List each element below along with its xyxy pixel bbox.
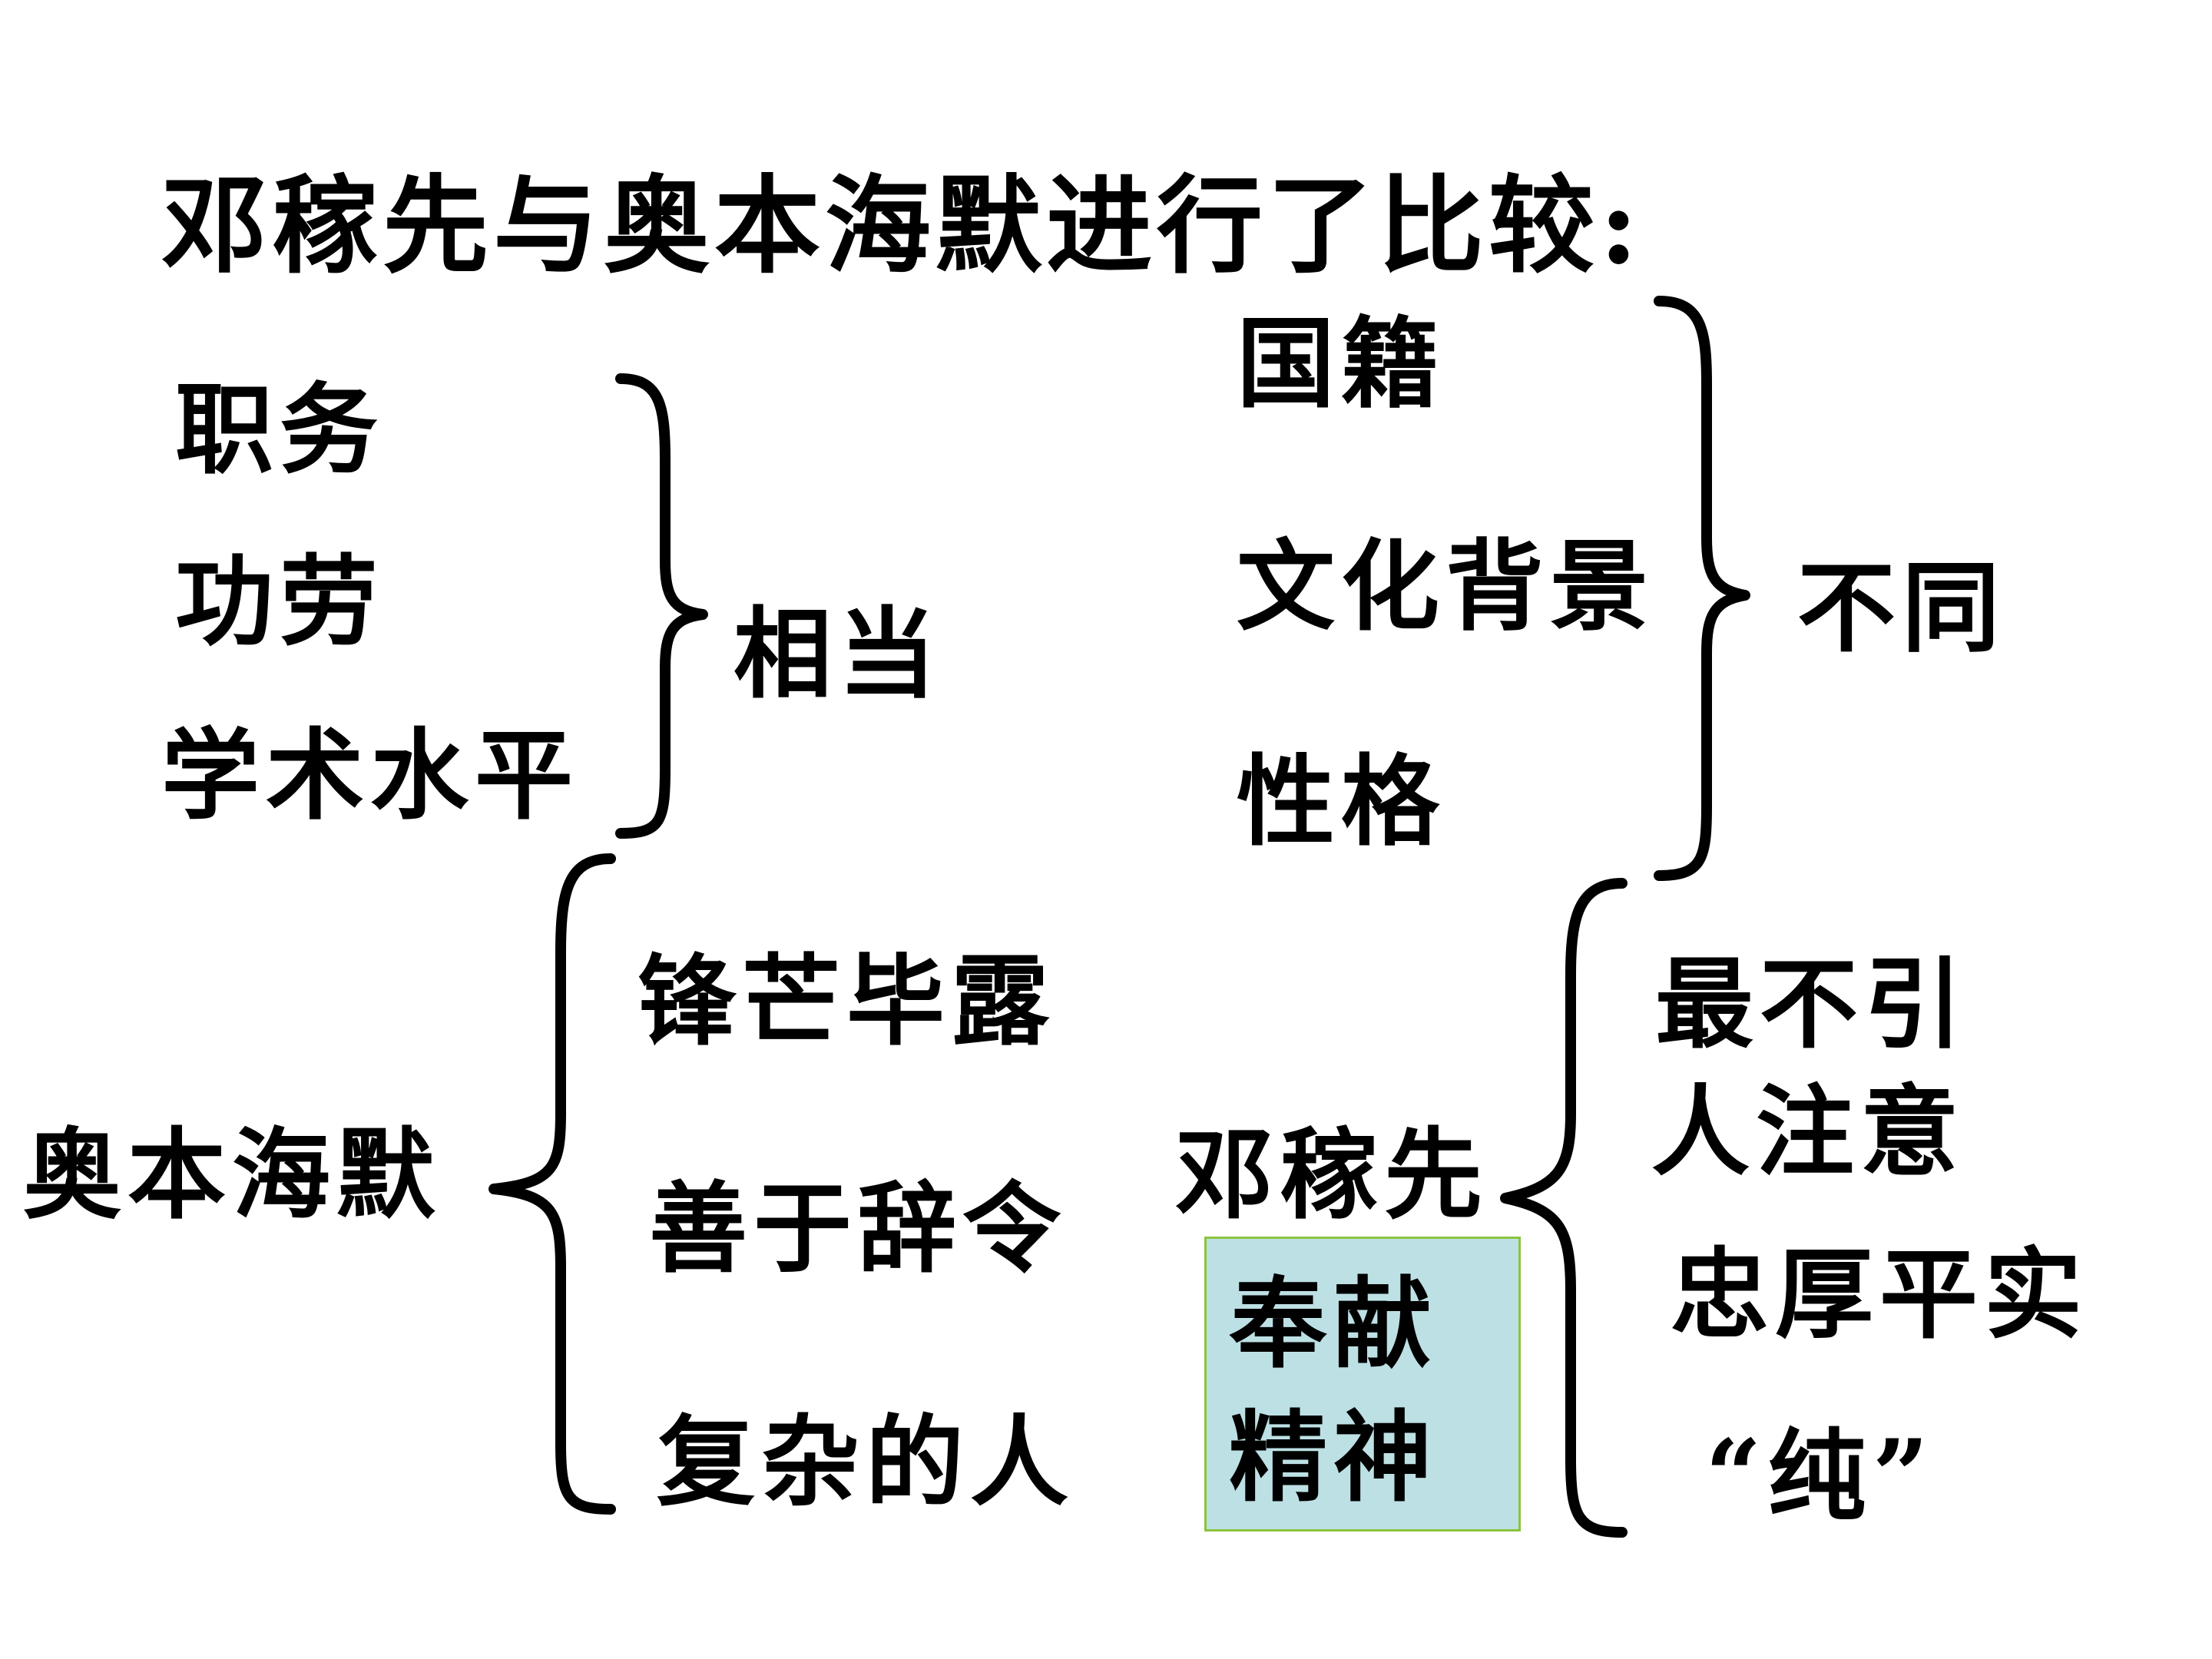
similar-result-label: 相当 (733, 597, 943, 712)
different-result-label: 不同 (1797, 551, 2007, 666)
deng-name: 邓稼先 (1175, 1118, 1489, 1233)
oppenheimer-trait-complex: 复杂的人 (657, 1405, 1075, 1520)
similar-right-brace (615, 373, 708, 839)
oppenheimer-trait-eloquent: 善于辞令 (649, 1171, 1068, 1286)
deng-highlight-line2: 精神 (1229, 1400, 1439, 1515)
different-item-cultural-background: 文化背景 (1237, 529, 1655, 644)
similar-item-academic-level: 学术水平 (161, 718, 580, 833)
different-item-nationality: 国籍 (1237, 306, 1446, 422)
dedication-highlight-box (1204, 1237, 1521, 1532)
deng-trait-honest: 忠厚平实 (1671, 1237, 2089, 1353)
page-title: 邓稼先与奥本海默进行了比较: (161, 163, 1643, 288)
oppenheimer-name: 奥本海默 (23, 1118, 442, 1233)
deng-trait-unnoticed-line1: 最不引 (1655, 947, 1969, 1062)
oppenheimer-left-brace (488, 853, 616, 1515)
deng-trait-unnoticed-line2: 人注意 (1651, 1075, 1965, 1190)
oppenheimer-trait-sharp: 锋芒毕露 (637, 944, 1056, 1059)
deng-highlight-line1: 奉献 (1229, 1267, 1439, 1382)
different-item-personality: 性格 (1237, 744, 1446, 859)
different-right-brace (1654, 296, 1750, 881)
similar-item-merit: 功劳 (175, 545, 385, 660)
deng-left-brace (1500, 878, 1628, 1538)
similar-item-position: 职务 (175, 373, 385, 488)
deng-trait-pure: “纯” (1705, 1419, 1936, 1534)
